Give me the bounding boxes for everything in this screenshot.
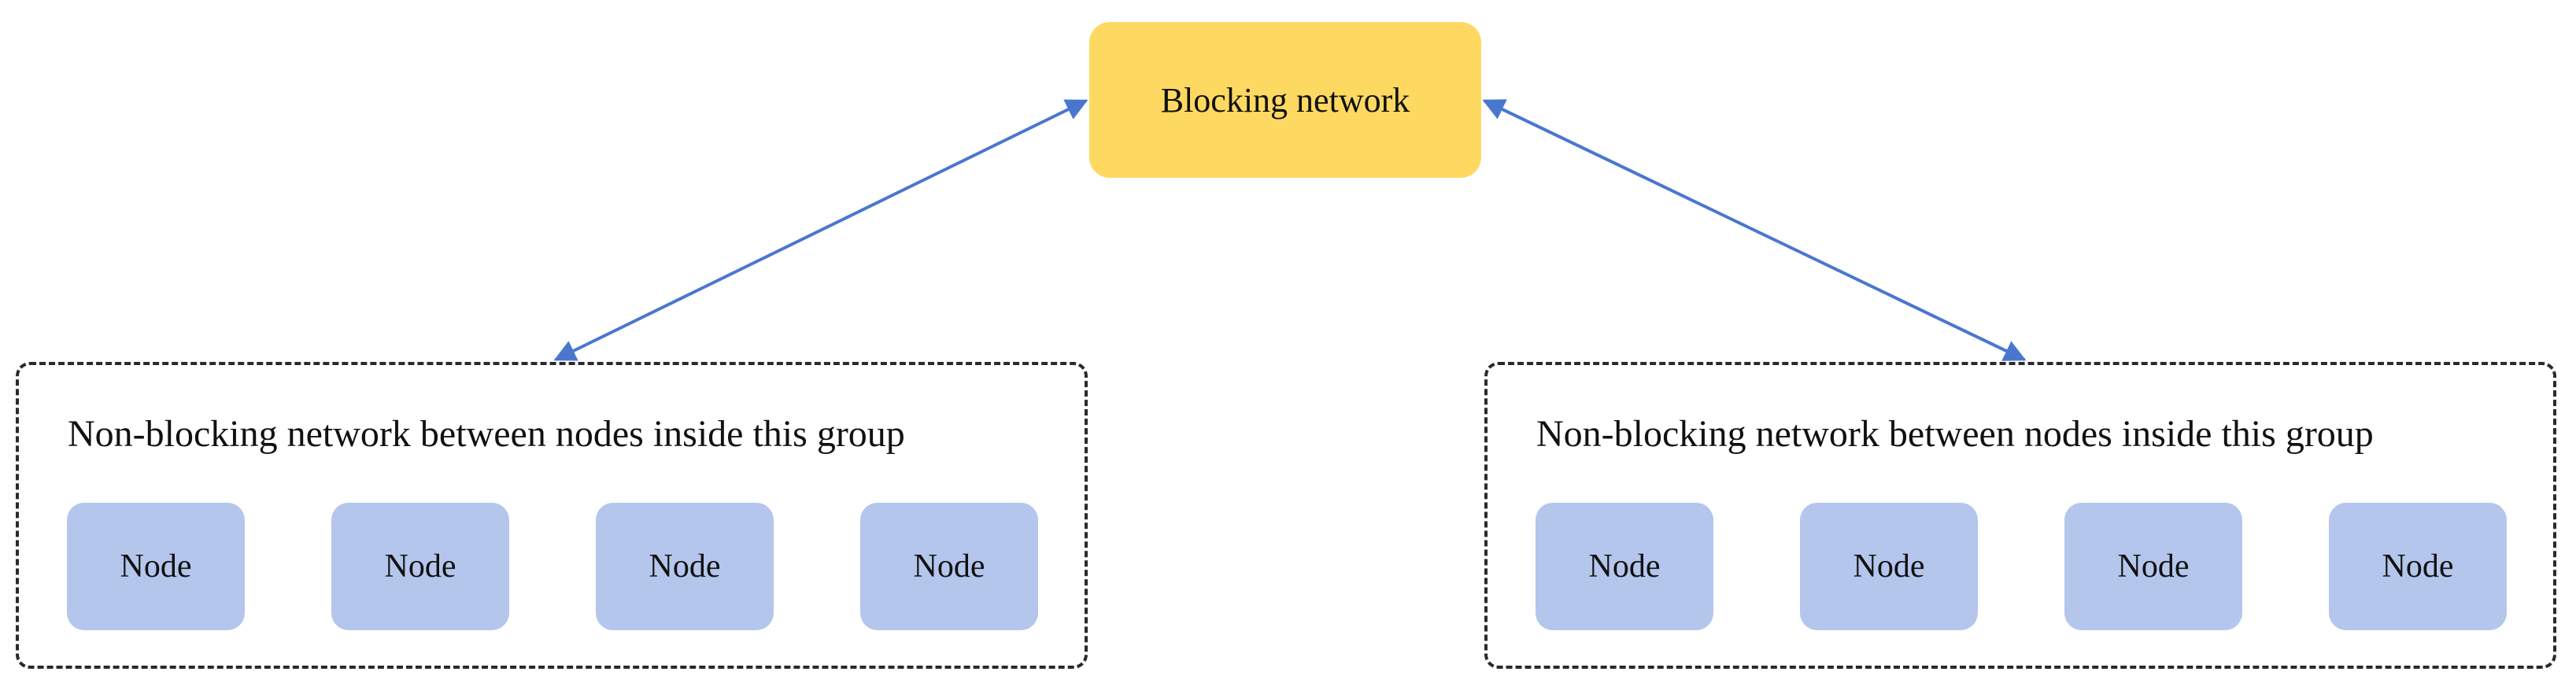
bidirectional-arrow-left [553,99,1088,361]
node-label: Node [120,548,192,585]
node-label: Node [384,548,456,585]
node-box: Node [2329,503,2507,630]
node-label: Node [2382,548,2454,585]
node-box: Node [67,503,245,630]
node-label: Node [649,548,721,585]
group-title: Non-blocking network between nodes insid… [68,413,905,455]
node-box: Node [2064,503,2242,630]
node-group-left: Non-blocking network between nodes insid… [16,362,1088,669]
blocking-network-box: Blocking network [1089,22,1481,178]
group-title: Non-blocking network between nodes insid… [1536,413,2374,455]
node-box: Node [596,503,774,630]
node-box: Node [860,503,1038,630]
node-label: Node [1853,548,1925,585]
node-box: Node [1800,503,1978,630]
node-box: Node [1536,503,1713,630]
bidirectional-arrow-right [1482,99,2027,361]
node-label: Node [1588,548,1661,585]
node-group-right: Non-blocking network between nodes insid… [1484,362,2556,669]
node-box: Node [331,503,509,630]
node-label: Node [2117,548,2190,585]
blocking-network-label: Blocking network [1160,80,1410,120]
node-label: Node [913,548,985,585]
